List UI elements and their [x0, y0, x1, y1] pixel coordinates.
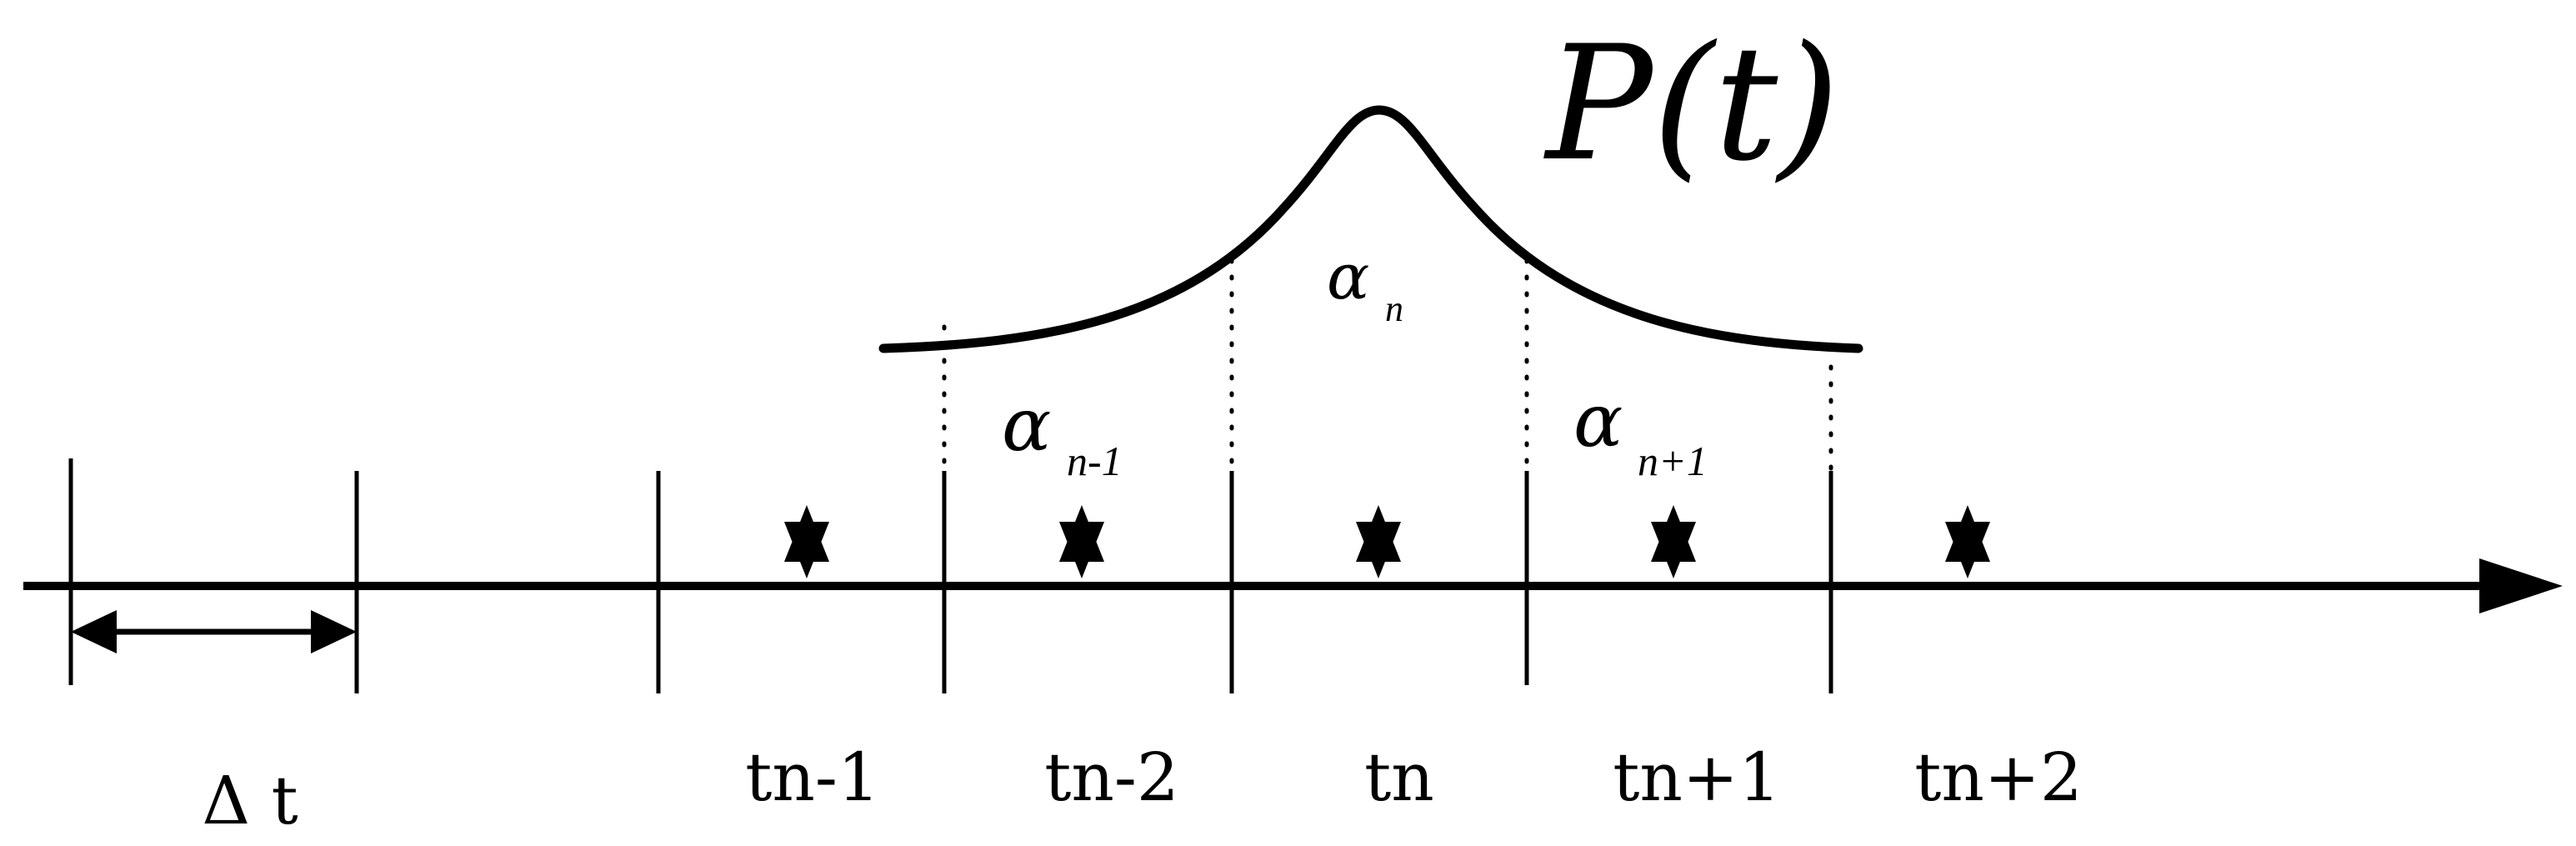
markers — [784, 505, 1990, 578]
alpha-label: α — [1573, 378, 1623, 463]
six-point-star-icon — [1059, 505, 1104, 578]
delta-t-label: Δ t — [202, 762, 298, 839]
time-label: tn-2 — [1044, 738, 1179, 816]
curve-title: P(t) — [1543, 12, 1839, 196]
alpha-label: α — [1002, 382, 1051, 468]
alpha-subscript: n — [1385, 288, 1403, 329]
six-point-star-icon — [784, 505, 829, 578]
right-arrowhead-icon — [311, 610, 357, 653]
alpha-label: α — [1327, 239, 1369, 313]
axis-arrowhead-icon — [2479, 558, 2563, 613]
time-label: tn+2 — [1914, 738, 2083, 816]
time-labels: tn-1 tn-2 tn tn+1 tn+2 — [745, 738, 2083, 816]
time-axis — [23, 558, 2563, 613]
dotted-guides — [942, 258, 1833, 471]
six-point-star-icon — [1356, 505, 1401, 578]
time-label: tn — [1364, 738, 1434, 816]
six-point-star-icon — [1945, 505, 1990, 578]
left-arrowhead-icon — [71, 610, 117, 653]
delta-t-arrow — [71, 610, 357, 653]
six-point-star-icon — [1651, 505, 1696, 578]
alpha-labels: α n-1 α n α n+1 — [1002, 239, 1708, 484]
alpha-subscript: n-1 — [1067, 438, 1123, 484]
pt-curve — [878, 105, 1863, 353]
interval-ticks — [68, 458, 1833, 693]
time-label: tn+1 — [1613, 738, 1781, 816]
time-label: tn-1 — [745, 738, 880, 816]
alpha-subscript: n+1 — [1638, 438, 1708, 484]
